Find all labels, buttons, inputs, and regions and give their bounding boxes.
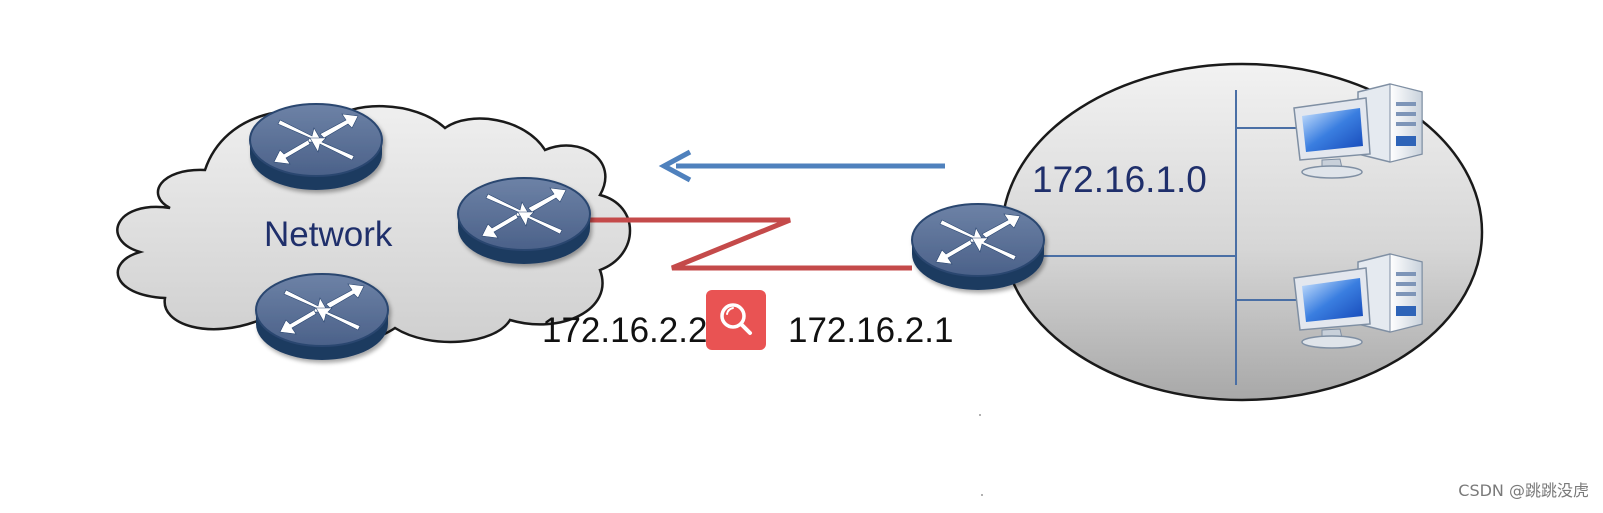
watermark: CSDN @跳跳没虎 [1458,481,1589,500]
serial-link [590,217,912,271]
ip-label-left: 172.16.2.2 [542,311,707,350]
lan-bus [1040,90,1300,385]
router-icon [911,203,1045,291]
stray-dot [981,494,983,496]
router-icon [255,273,389,361]
stray-dot [979,414,981,416]
ip-label-right: 172.16.2.1 [788,311,953,350]
router-icon [457,177,591,265]
search-icon [720,303,752,335]
search-button[interactable] [706,290,766,350]
router-icon [249,103,383,191]
arrow-left-icon [658,149,945,183]
network-label: Network [264,215,393,254]
subnet-label: 172.16.1.0 [1032,159,1207,200]
network-cloud [116,105,632,346]
